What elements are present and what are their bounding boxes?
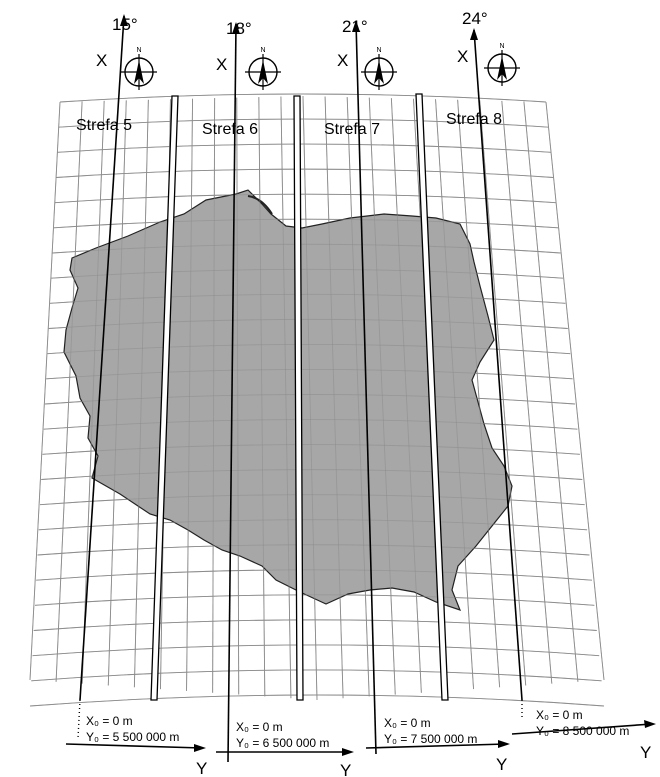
origin-dots [77, 699, 523, 739]
zone-6-y0: Y₀ = 6 500 000 m [236, 736, 329, 750]
grid-meridian-line [258, 97, 266, 697]
compass-21: N [361, 47, 397, 90]
grid-parallel-line [34, 594, 595, 606]
grid-meridian-line [81, 100, 105, 684]
compass-n-label: N [376, 47, 381, 54]
grid-parallel-line [43, 419, 578, 430]
y-axis-label-zone-8: Y [640, 743, 651, 762]
x-axis-label-24: X [457, 47, 468, 66]
grid-parallel-line [37, 544, 590, 556]
meridian-15-arrow [120, 14, 128, 26]
grid-parallel-line [39, 494, 585, 506]
y-axis-zone-5 [65, 743, 203, 749]
meridian-15-axis [79, 15, 125, 701]
grid-meridian-line [501, 100, 553, 684]
grid-parallel-line [32, 644, 600, 657]
grid-meridian-line [29, 101, 61, 681]
zone-separator-5-6 [150, 95, 179, 701]
grid-meridian-line [55, 101, 83, 682]
grid-parallel-line [38, 519, 588, 531]
grid-meridian-line [324, 96, 344, 699]
meridian-15-label: 15° [112, 15, 138, 34]
grid-parallel-line [44, 394, 576, 405]
zone-5-label: Strefa 5 [76, 117, 132, 134]
y-axis-label-zone-6: Y [340, 761, 351, 777]
grid-parallel-line [31, 669, 602, 682]
y-axis-label-zone-5: Y [196, 759, 207, 777]
meridian-18-label: 18° [226, 19, 252, 38]
grid-meridian-line [186, 98, 193, 691]
compass-18: N [245, 47, 281, 90]
meridian-axes [79, 14, 523, 763]
grid-meridian-line [435, 99, 474, 690]
meridian-24-axis [473, 29, 523, 701]
grid-meridian-line [346, 97, 370, 697]
compass-n-label: N [136, 47, 141, 54]
grid-parallel-line [47, 343, 571, 355]
y-axis-zone-7 [365, 743, 507, 749]
compass-24: N [484, 43, 520, 86]
zone-6-label: Strefa 6 [202, 121, 258, 138]
grid-parallel-line [33, 619, 597, 631]
zone-8-x0: X₀ = 0 m [536, 708, 583, 722]
grid-meridian-line [545, 101, 605, 681]
zone-separator-6-7 [293, 95, 304, 701]
meridian-24-label: 24° [462, 9, 488, 28]
zone-8-y0: Y₀ = 8 500 000 m [536, 724, 629, 738]
x-axis-label-15: X [96, 51, 107, 70]
zone-separators [150, 93, 449, 701]
grid-meridian-line [236, 97, 240, 695]
compass-n-label: N [499, 43, 504, 50]
meridian-21-axis [355, 21, 377, 755]
meridian-21-label: 21° [342, 17, 368, 36]
grid-parallel-line [49, 293, 566, 304]
x-axis-label-18: X [216, 55, 227, 74]
zone-5-x0: X₀ = 0 m [86, 714, 133, 728]
zone-7-y0: Y₀ = 7 500 000 m [384, 732, 477, 746]
zone-5-y0: Y₀ = 5 500 000 m [86, 730, 179, 744]
grid-meridian-line [479, 100, 527, 686]
compass-n-label: N [260, 47, 265, 54]
grid-meridian-line [302, 95, 318, 701]
grid-meridian-line [523, 101, 579, 682]
grid-parallel-line [29, 694, 605, 707]
meridian-18-arrow [232, 22, 240, 34]
y-axes [65, 720, 656, 756]
y-axis-label-zone-7: Y [496, 755, 507, 774]
grid-parallel-line [36, 569, 592, 581]
grid-parallel-line [41, 469, 583, 480]
grid-meridian-line [107, 100, 127, 686]
grid-meridian-line [368, 97, 396, 695]
x-axis-label-21: X [337, 51, 348, 70]
grid-parallel-line [52, 243, 561, 254]
zone-6-x0: X₀ = 0 m [236, 720, 283, 734]
grid-parallel-line [51, 268, 563, 279]
y-axis-zone-8 [511, 723, 653, 735]
zone-7-label: Strefa 7 [324, 121, 380, 138]
hel-peninsula [247, 195, 273, 215]
grid-parallel-line [46, 369, 573, 380]
zone-separator-7-8 [415, 93, 449, 701]
grid-parallel-line [48, 318, 568, 329]
compass-15: N [121, 47, 157, 90]
grid-meridian-line [280, 96, 292, 699]
meridian-18-axis [227, 23, 237, 763]
zone-8-label: Strefa 8 [446, 111, 502, 128]
meridian-21-arrow [352, 20, 360, 32]
meridian-24-arrow [470, 28, 478, 40]
grid-parallel-line [42, 444, 580, 455]
zone-7-x0: X₀ = 0 m [384, 716, 431, 730]
